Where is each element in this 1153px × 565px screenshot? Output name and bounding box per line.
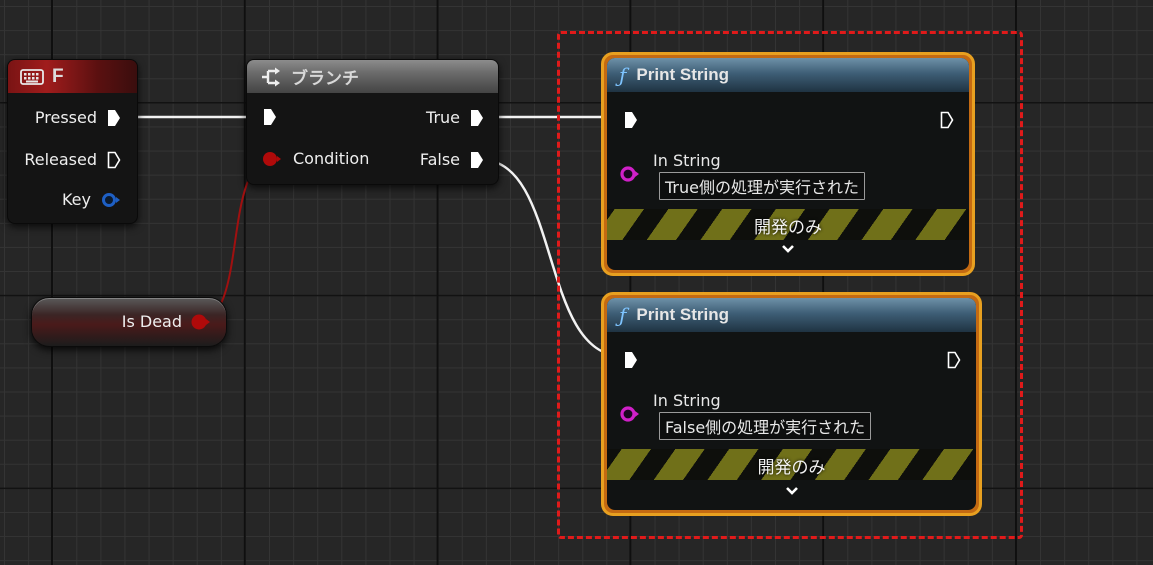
- print-string-false-title: Print String: [636, 305, 729, 324]
- selection-outline: [557, 31, 1023, 539]
- keyboard-icon: [20, 68, 44, 85]
- string-pin-icon[interactable]: [620, 405, 642, 423]
- print-string-true-node[interactable]: ƒ Print String In String True側の処理が実行された …: [601, 52, 975, 276]
- in-string-label: In String: [653, 151, 721, 170]
- exec-pin-empty-icon[interactable]: [107, 151, 121, 169]
- print-string-false-header[interactable]: ƒ Print String: [607, 298, 976, 332]
- branch-header[interactable]: ブランチ: [247, 60, 498, 93]
- string-pin-icon[interactable]: [620, 165, 642, 183]
- in-string-label: In String: [653, 391, 721, 410]
- branch-icon: [261, 67, 283, 87]
- bool-pin-icon[interactable]: [190, 313, 212, 331]
- released-label: Released: [24, 150, 97, 169]
- print-string-false-node[interactable]: ƒ Print String In String False側の処理が実行された…: [601, 292, 982, 516]
- in-string-input[interactable]: True側の処理が実行された: [659, 172, 865, 200]
- is-dead-label: Is Dead: [121, 312, 182, 331]
- development-only-banner: [607, 449, 976, 480]
- print-string-true-header[interactable]: ƒ Print String: [607, 58, 969, 92]
- condition-pin-row[interactable]: Condition: [261, 149, 369, 168]
- print-string-true-title: Print String: [636, 65, 729, 84]
- key-label: Key: [61, 190, 91, 209]
- struct-pin-icon[interactable]: [101, 192, 121, 208]
- exec-pin-empty-icon[interactable]: [947, 351, 961, 369]
- exec-pin-filled-icon[interactable]: [624, 111, 638, 129]
- exec-pin-filled-icon[interactable]: [470, 109, 484, 127]
- exec-pin-filled-icon[interactable]: [470, 151, 484, 169]
- chevron-down-icon[interactable]: [607, 242, 969, 257]
- exec-pin-filled-icon[interactable]: [263, 108, 277, 126]
- false-pin-row[interactable]: False: [420, 150, 484, 169]
- exec-pin-filled-icon[interactable]: [624, 351, 638, 369]
- in-string-input[interactable]: False側の処理が実行された: [659, 412, 872, 440]
- bool-pin-icon[interactable]: [261, 150, 283, 168]
- development-only-label: 開発のみ: [754, 218, 822, 238]
- branch-node[interactable]: ブランチ Condition True False: [246, 59, 499, 185]
- function-icon: ƒ: [619, 63, 627, 87]
- condition-label: Condition: [293, 149, 370, 168]
- key-event-title: F: [52, 65, 64, 87]
- function-icon: ƒ: [619, 303, 627, 327]
- chevron-down-icon[interactable]: [607, 484, 976, 499]
- key-event-node[interactable]: F Pressed Released Key: [7, 59, 138, 224]
- exec-pin-empty-icon[interactable]: [940, 111, 954, 129]
- is-dead-pin-row[interactable]: Is Dead: [122, 312, 212, 331]
- branch-title: ブランチ: [291, 69, 359, 88]
- wire-false-to-print-false: [481, 158, 623, 358]
- released-pin-row[interactable]: Released: [24, 150, 121, 169]
- true-label: True: [426, 108, 460, 127]
- branch-exec-in-row[interactable]: [263, 108, 277, 126]
- key-pin-row[interactable]: Key: [62, 190, 121, 209]
- development-only-label: 開発のみ: [757, 458, 826, 478]
- false-label: False: [419, 150, 460, 169]
- pressed-pin-row[interactable]: Pressed: [35, 108, 121, 127]
- pressed-label: Pressed: [34, 108, 97, 127]
- is-dead-variable-node[interactable]: Is Dead: [31, 297, 227, 347]
- key-event-header[interactable]: F: [8, 60, 137, 93]
- true-pin-row[interactable]: True: [426, 108, 484, 127]
- development-only-banner: [607, 209, 969, 240]
- exec-pin-filled-icon[interactable]: [107, 109, 121, 127]
